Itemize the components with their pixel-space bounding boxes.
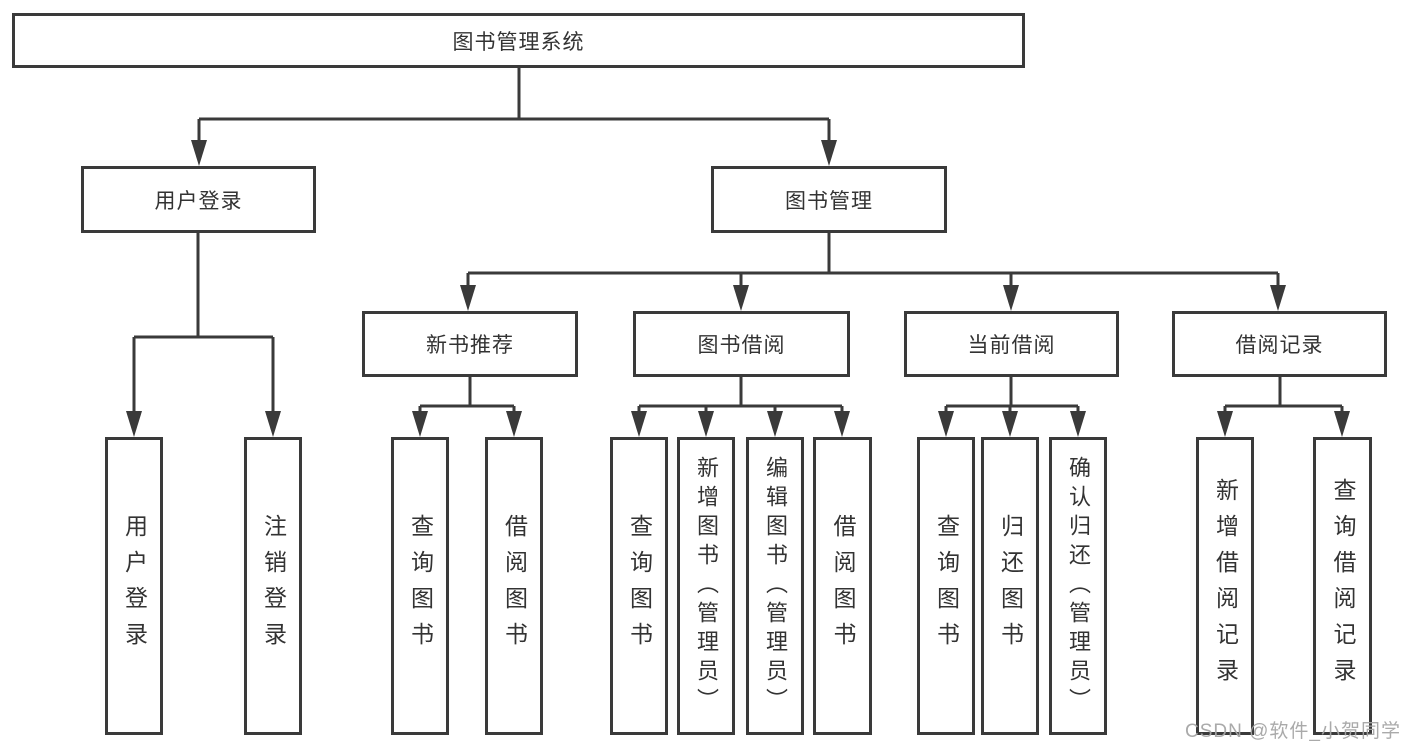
csdn-watermark: CSDN @软件_小贺同学 xyxy=(1185,721,1401,742)
node-root-label: 图书管理系统 xyxy=(452,30,585,54)
node-book-borrow: 图书借阅 xyxy=(633,311,850,377)
leaf-query-book-2-label: 查询图书 xyxy=(626,514,653,658)
leaf-borrow-book-2-label: 借阅图书 xyxy=(830,514,856,658)
node-borrow-records: 借阅记录 xyxy=(1172,311,1387,377)
leaf-query-book-1: 查询图书 xyxy=(391,437,449,735)
leaf-logout: 注销登录 xyxy=(244,437,302,735)
leaf-return-book: 归还图书 xyxy=(981,437,1039,735)
leaf-logout-label: 注销登录 xyxy=(260,514,287,658)
node-borrow-records-label: 借阅记录 xyxy=(1235,334,1324,357)
leaf-add-borrow-record-label: 新增借阅记录 xyxy=(1212,478,1239,694)
leaf-edit-book-admin-label: 编辑图书（管理员） xyxy=(763,455,788,717)
leaf-add-book-admin-label: 新增图书（管理员） xyxy=(694,455,719,717)
leaf-edit-book-admin: 编辑图书（管理员） xyxy=(746,437,804,735)
leaf-add-book-admin: 新增图书（管理员） xyxy=(677,437,735,735)
node-user-login-label: 用户登录 xyxy=(154,189,243,213)
leaf-query-borrow-record-label: 查询借阅记录 xyxy=(1330,478,1356,694)
leaf-add-borrow-record: 新增借阅记录 xyxy=(1196,437,1254,735)
node-book-borrow-label: 图书借阅 xyxy=(697,334,786,357)
leaf-confirm-return-admin: 确认归还（管理员） xyxy=(1049,437,1107,735)
leaf-borrow-book-2: 借阅图书 xyxy=(813,437,872,735)
node-book-management-label: 图书管理 xyxy=(785,189,873,213)
node-root: 图书管理系统 xyxy=(12,13,1025,68)
node-current-borrow: 当前借阅 xyxy=(904,311,1119,377)
leaf-return-book-label: 归还图书 xyxy=(997,514,1024,658)
node-new-book-recommend-label: 新书推荐 xyxy=(426,334,514,357)
leaf-borrow-book-1-label: 借阅图书 xyxy=(501,514,528,658)
leaf-query-book-3: 查询图书 xyxy=(917,437,975,735)
leaf-confirm-return-admin-label: 确认归还（管理员） xyxy=(1066,455,1091,717)
leaf-borrow-book-1: 借阅图书 xyxy=(485,437,543,735)
leaf-user-login-label: 用户登录 xyxy=(121,514,148,658)
node-current-borrow-label: 当前借阅 xyxy=(967,334,1056,357)
leaf-query-book-1-label: 查询图书 xyxy=(407,514,434,658)
node-user-login: 用户登录 xyxy=(81,166,316,233)
node-new-book-recommend: 新书推荐 xyxy=(362,311,578,377)
leaf-query-book-3-label: 查询图书 xyxy=(933,514,960,658)
leaf-user-login: 用户登录 xyxy=(105,437,163,735)
leaf-query-book-2: 查询图书 xyxy=(610,437,668,735)
node-book-management: 图书管理 xyxy=(711,166,947,233)
leaf-query-borrow-record: 查询借阅记录 xyxy=(1313,437,1372,735)
